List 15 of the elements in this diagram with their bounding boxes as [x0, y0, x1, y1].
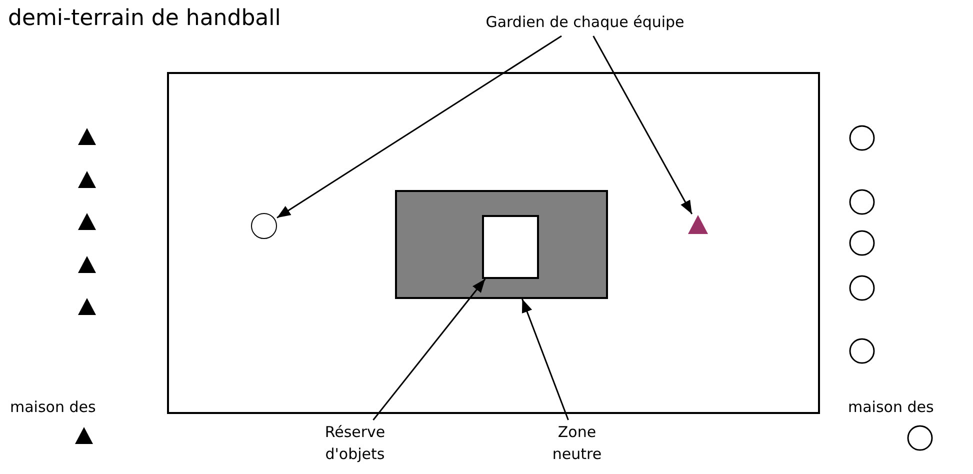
- label: maison des: [10, 398, 96, 416]
- label: maison des: [848, 398, 934, 416]
- object-reserve-square: [482, 215, 539, 279]
- arrow: [592, 36, 693, 214]
- arrow: [372, 278, 486, 420]
- neutral-zone: [395, 190, 608, 299]
- court-outline: [167, 72, 820, 414]
- callout-text: Réserve d'objets: [310, 420, 400, 466]
- callout-text: Gardien de chaque équipe: [435, 6, 735, 36]
- arrow: [522, 298, 569, 420]
- callout-text: Zone neutre: [532, 420, 622, 466]
- title: demi-terrain de handball: [8, 6, 281, 31]
- arrow: [276, 35, 562, 218]
- goalkeeper-circle: [251, 213, 277, 239]
- goalkeeper-triangle: [687, 214, 709, 236]
